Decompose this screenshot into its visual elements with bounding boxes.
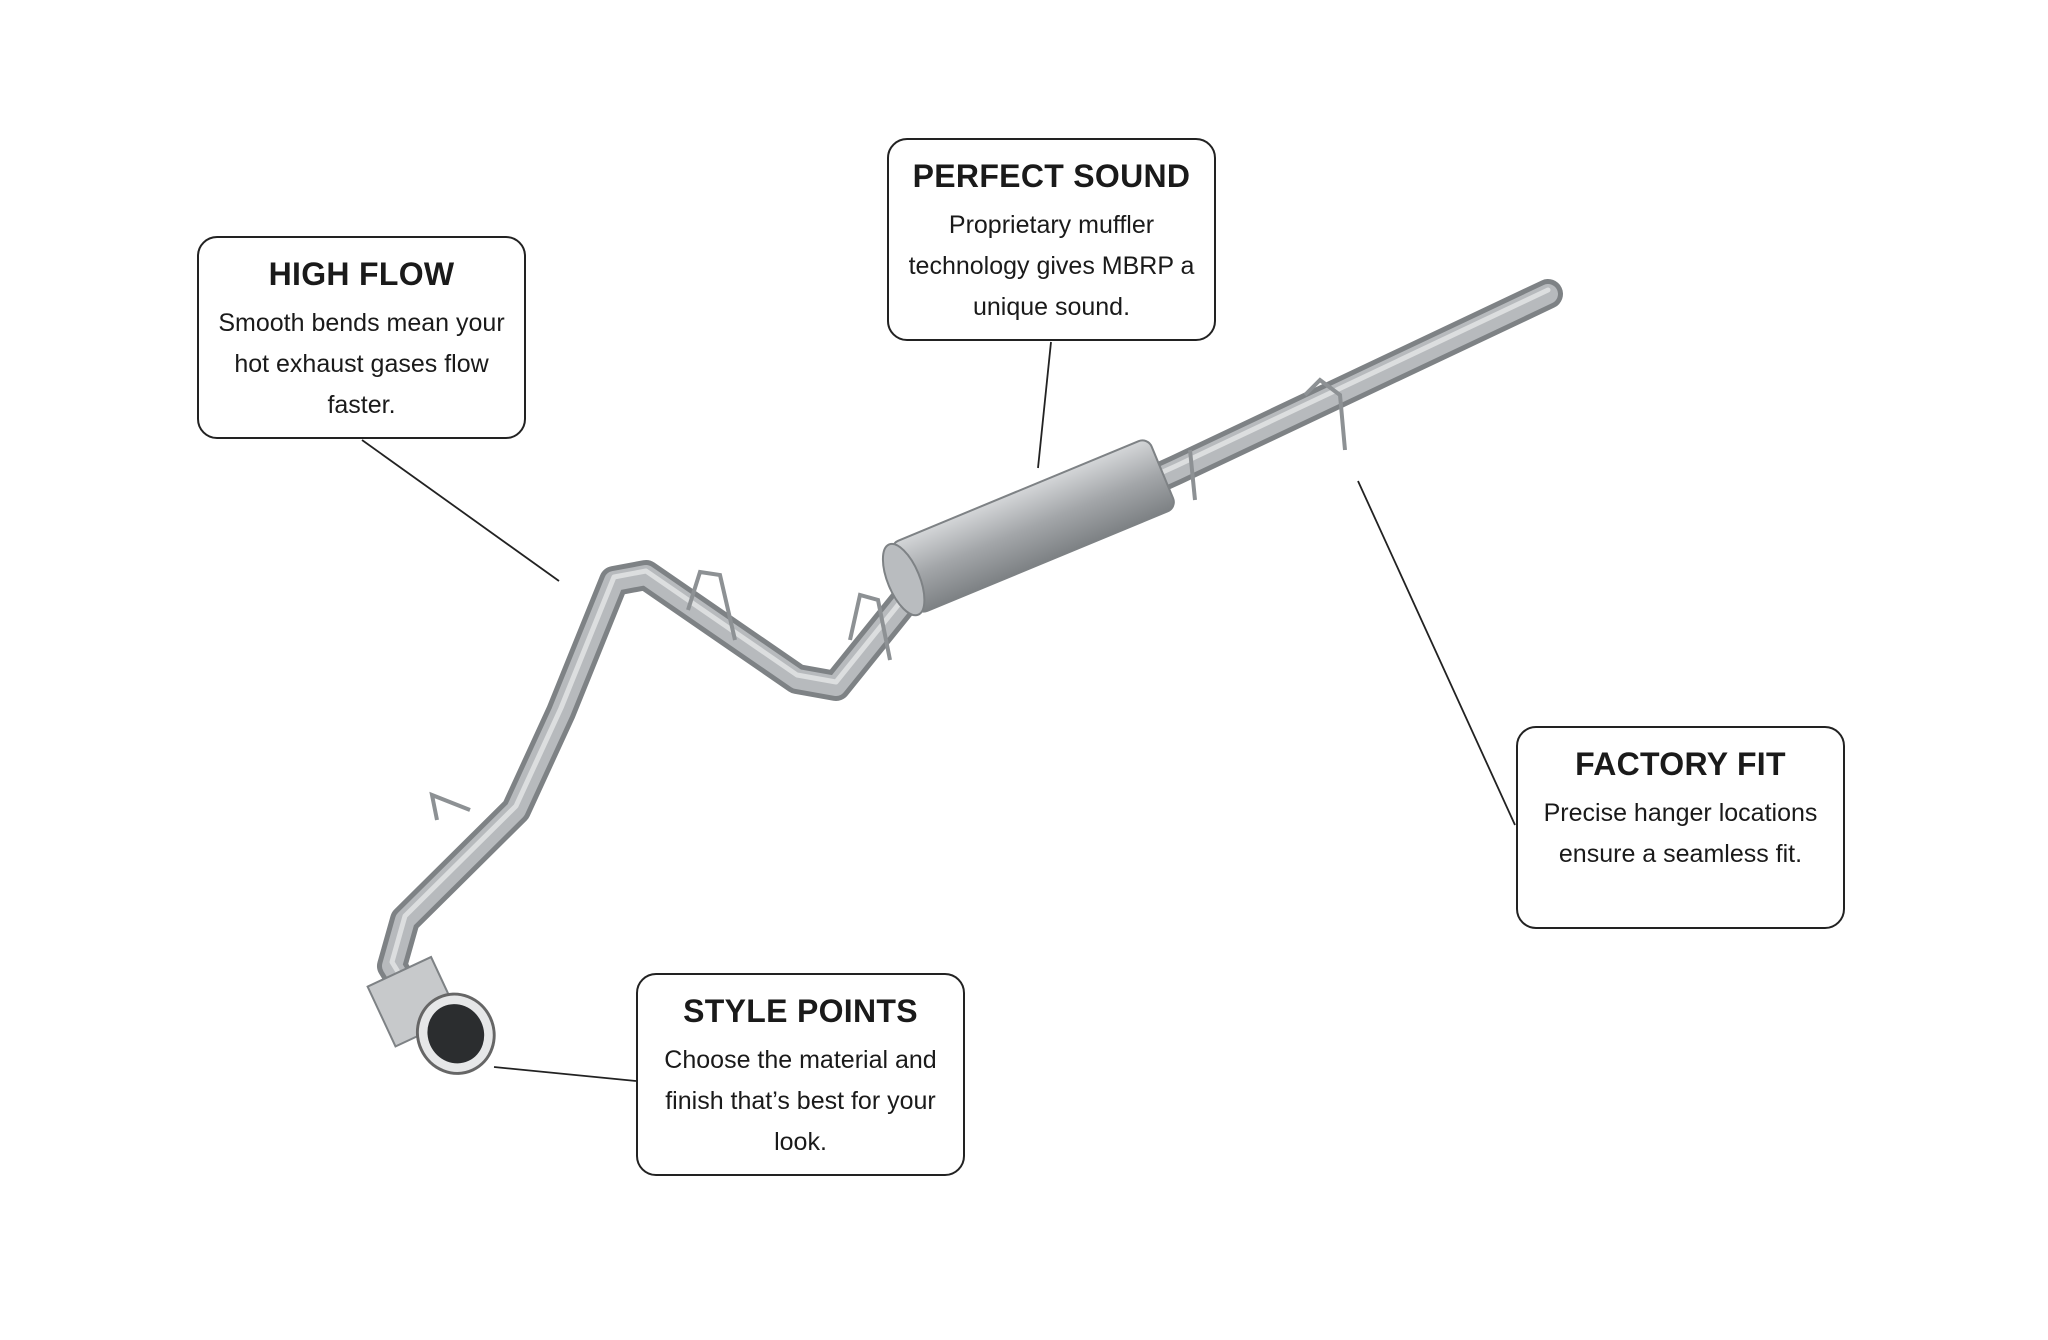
factory-fit-leader [1357, 480, 1516, 826]
callout-text: Proprietary muffler technology gives MBR… [908, 211, 1195, 321]
callout-title: PERFECT SOUND [912, 158, 1191, 194]
callout-text: Choose the material and finish that’s be… [664, 1046, 937, 1156]
high-flow-leader [361, 439, 560, 582]
style-points-leader [493, 1066, 637, 1082]
callout-style-points: STYLE POINTS Choose the material and fin… [636, 973, 965, 1176]
callout-title: FACTORY FIT [1575, 746, 1786, 782]
callout-title: STYLE POINTS [683, 993, 918, 1029]
exhaust-system-image [366, 279, 1563, 1075]
callout-perfect-sound: PERFECT SOUND Proprietary muffler techno… [887, 138, 1216, 341]
callout-text: Precise hanger locations ensure a seamle… [1543, 799, 1818, 868]
callout-factory-fit: FACTORY FIT Precise hanger locations ens… [1516, 726, 1845, 929]
callout-title: HIGH FLOW [268, 256, 455, 292]
leader-lines [361, 341, 1516, 1082]
muffler [881, 439, 1175, 617]
perfect-sound-leader [1037, 341, 1052, 469]
callout-text: Smooth bends mean your hot exhaust gases… [218, 309, 505, 419]
callout-high-flow: HIGH FLOW Smooth bends mean your hot exh… [197, 236, 526, 439]
exhaust-tip [366, 955, 496, 1075]
